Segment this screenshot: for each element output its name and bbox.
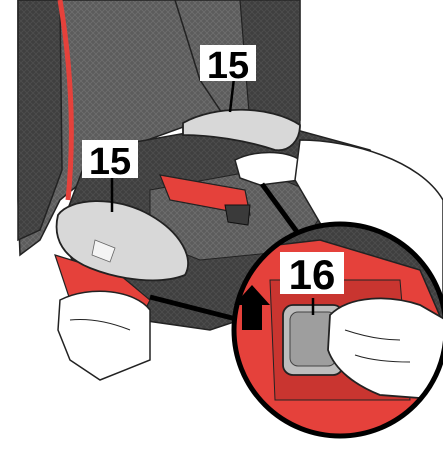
callout-15-top-label: 15 [207,45,249,87]
callout-15-left: 15 [82,140,138,183]
callout-15-left-label: 15 [89,141,131,183]
callout-15-top: 15 [200,45,256,87]
callout-16: 16 [280,251,344,298]
callout-16-label: 16 [289,251,336,298]
